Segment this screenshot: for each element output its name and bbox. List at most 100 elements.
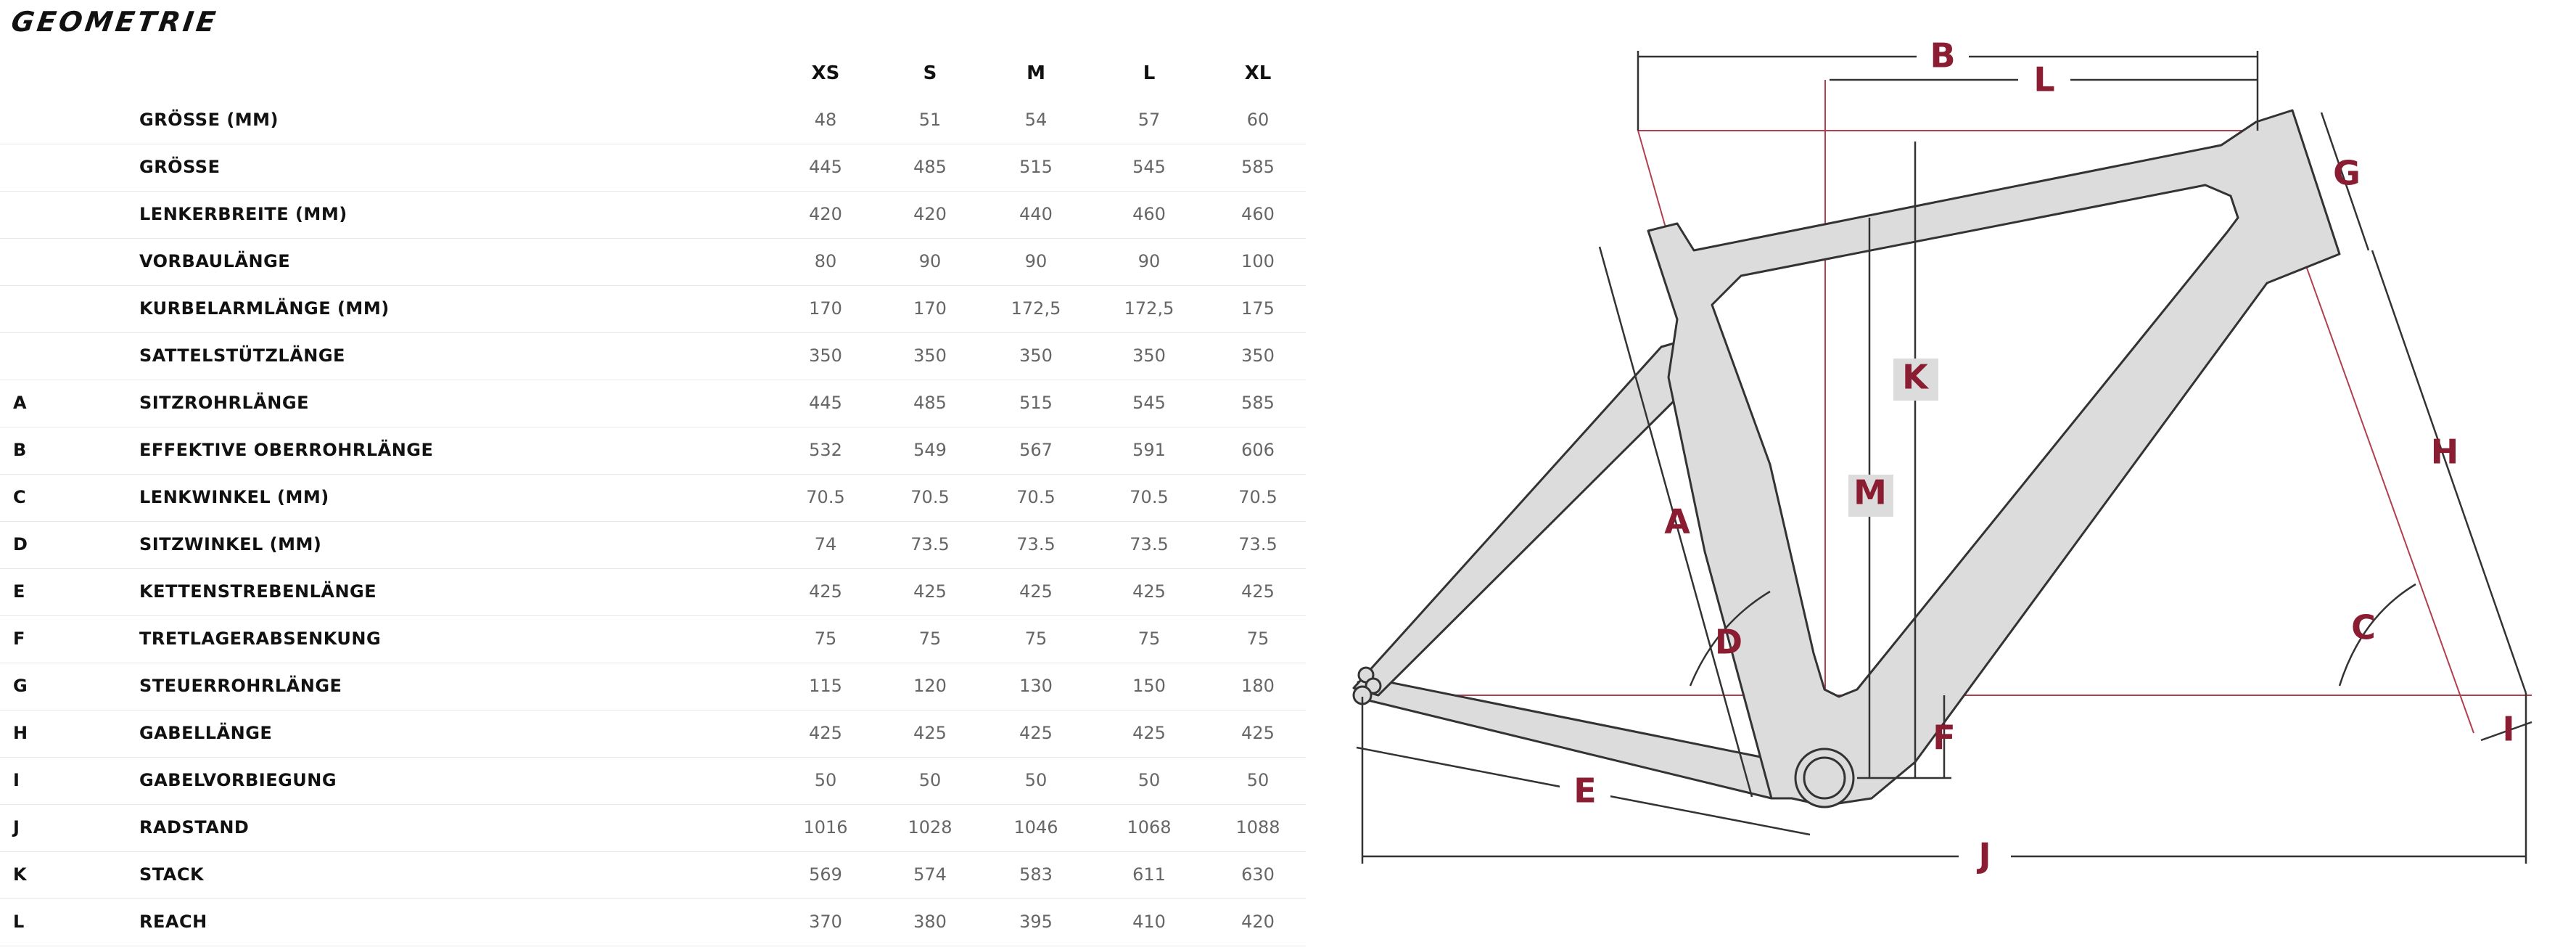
cell-value: 425: [1241, 723, 1275, 743]
cell-value: 425: [1241, 581, 1275, 602]
cell-value: 569: [809, 864, 842, 885]
cell-value: 425: [1132, 723, 1166, 743]
row-letter: L: [13, 912, 25, 932]
cell-value: 73.5: [1016, 534, 1055, 554]
table-row: K STACK 569 574 583 611 630: [0, 852, 1306, 899]
bike-frame-diagram: B L G K M H A D C F I E J: [1352, 36, 2532, 877]
cell-value: 90: [1024, 251, 1048, 271]
cell-value: 75: [1137, 628, 1161, 649]
bottom-bracket-inner: [1803, 756, 1846, 800]
cell-value: 485: [913, 157, 947, 177]
cell-value: 545: [1132, 393, 1166, 413]
seatstay: [1352, 340, 1684, 697]
label-m-bg: [1848, 475, 1893, 517]
label-e: E: [1573, 771, 1596, 811]
row-label: KURBELARMLÄNGE (MM): [139, 298, 390, 319]
cell-value: 549: [913, 440, 947, 460]
cell-value: 48: [814, 110, 837, 130]
row-label: STACK: [139, 864, 205, 885]
label-f: F: [1933, 718, 1955, 758]
cell-value: 50: [1246, 770, 1270, 790]
label-c: C: [2351, 608, 2376, 647]
row-label: LENKWINKEL (MM): [139, 487, 329, 507]
row-label: GABELLÄNGE: [139, 723, 273, 743]
cell-value: 73.5: [1238, 534, 1277, 554]
cell-value: 80: [814, 251, 837, 271]
cell-value: 73.5: [910, 534, 950, 554]
cell-value: 425: [913, 723, 947, 743]
label-h: H: [2431, 433, 2459, 472]
cell-value: 75: [814, 628, 837, 649]
cell-value: 425: [809, 581, 842, 602]
cell-value: 606: [1241, 440, 1275, 460]
cell-value: 445: [809, 157, 842, 177]
row-label: SITZWINKEL (MM): [139, 534, 322, 554]
row-letter: C: [13, 487, 26, 507]
size-header-m: M: [1026, 62, 1045, 84]
cell-value: 611: [1132, 864, 1166, 885]
label-d: D: [1715, 623, 1742, 662]
cell-value: 350: [913, 345, 947, 366]
cell-value: 370: [809, 912, 842, 932]
cell-value: 485: [913, 393, 947, 413]
label-b: B: [1930, 36, 1955, 75]
cell-value: 1028: [908, 817, 952, 838]
cell-value: 591: [1132, 440, 1166, 460]
cell-value: 175: [1241, 298, 1275, 319]
cell-value: 460: [1241, 204, 1275, 224]
cell-value: 425: [913, 581, 947, 602]
cell-value: 425: [1019, 581, 1053, 602]
cell-value: 70.5: [1129, 487, 1169, 507]
cell-value: 395: [1019, 912, 1053, 932]
row-letter: K: [13, 864, 27, 885]
cell-value: 57: [1137, 110, 1161, 130]
frame: [1352, 109, 2341, 808]
cell-value: 50: [1137, 770, 1161, 790]
cell-value: 585: [1241, 393, 1275, 413]
cell-value: 630: [1241, 864, 1275, 885]
dim-a-line: [1598, 246, 1753, 798]
cell-value: 425: [1019, 723, 1053, 743]
cell-value: 410: [1132, 912, 1166, 932]
cell-value: 545: [1132, 157, 1166, 177]
cell-value: 51: [918, 110, 942, 130]
label-i: I: [2502, 710, 2514, 749]
label-j-bg: [1959, 838, 2011, 877]
cell-value: 170: [809, 298, 842, 319]
cell-value: 583: [1019, 864, 1053, 885]
cell-value: 54: [1024, 110, 1048, 130]
cell-value: 74: [814, 534, 837, 554]
label-e-bg: [1560, 773, 1610, 814]
cell-value: 150: [1132, 676, 1166, 696]
cell-value: 380: [913, 912, 947, 932]
label-l: L: [2033, 60, 2054, 99]
cell-value: 350: [809, 345, 842, 366]
cell-value: 574: [913, 864, 947, 885]
cell-value: 420: [913, 204, 947, 224]
cell-value: 460: [1132, 204, 1166, 224]
label-j: J: [1976, 836, 1991, 875]
cell-value: 440: [1019, 204, 1053, 224]
row-label: TRETLAGERABSENKUNG: [139, 628, 382, 649]
row-label: REACH: [139, 912, 207, 932]
row-label: SATTELSTÜTZLÄNGE: [139, 345, 345, 366]
row-label: GRÖSSE: [139, 157, 221, 177]
cell-value: 75: [1024, 628, 1048, 649]
label-k: K: [1902, 358, 1930, 397]
row-letter: E: [13, 581, 25, 602]
label-k-bg: [1893, 359, 1938, 401]
cell-value: 90: [1137, 251, 1161, 271]
cell-value: 1016: [803, 817, 848, 838]
row-label: LENKERBREITE (MM): [139, 204, 347, 224]
row-label: EFFEKTIVE OBERROHRLÄNGE: [139, 440, 434, 460]
